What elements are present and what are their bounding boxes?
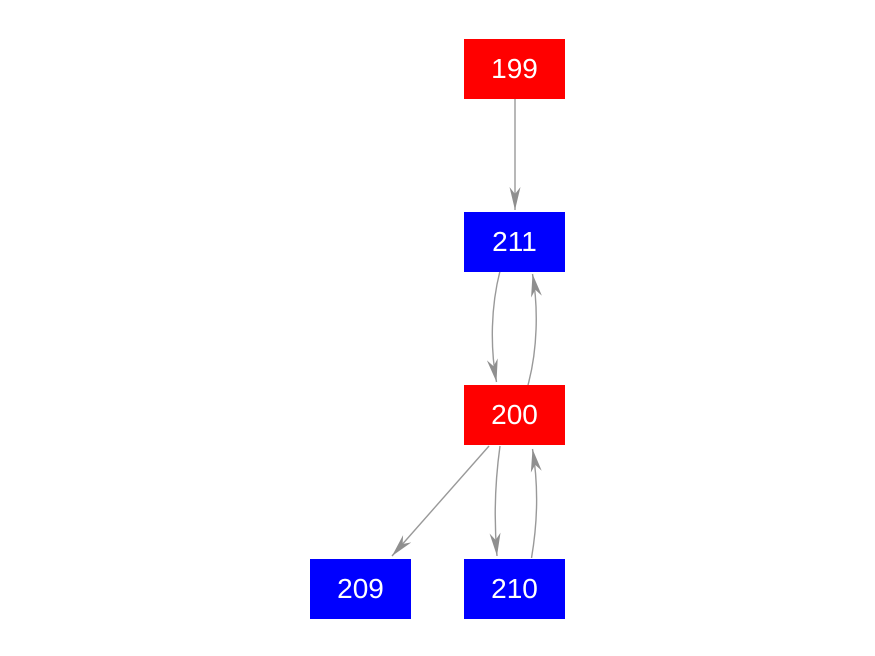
edge-210-200[interactable] — [530, 448, 542, 559]
node-label: 211 — [492, 226, 537, 257]
node-label: 209 — [337, 573, 384, 604]
node-199[interactable]: 199 — [464, 39, 565, 99]
edge-200-211[interactable] — [527, 273, 542, 386]
edge-200-209[interactable] — [391, 445, 490, 557]
node-211[interactable]: 211 — [464, 212, 565, 272]
node-200[interactable]: 200 — [464, 385, 565, 445]
node-label: 200 — [491, 399, 538, 430]
node-label: 210 — [491, 573, 538, 604]
edge-200-210[interactable] — [489, 445, 501, 557]
node-209[interactable]: 209 — [310, 559, 411, 619]
node-label: 199 — [491, 53, 538, 84]
edge-211-200[interactable] — [486, 270, 501, 383]
node-210[interactable]: 210 — [464, 559, 565, 619]
